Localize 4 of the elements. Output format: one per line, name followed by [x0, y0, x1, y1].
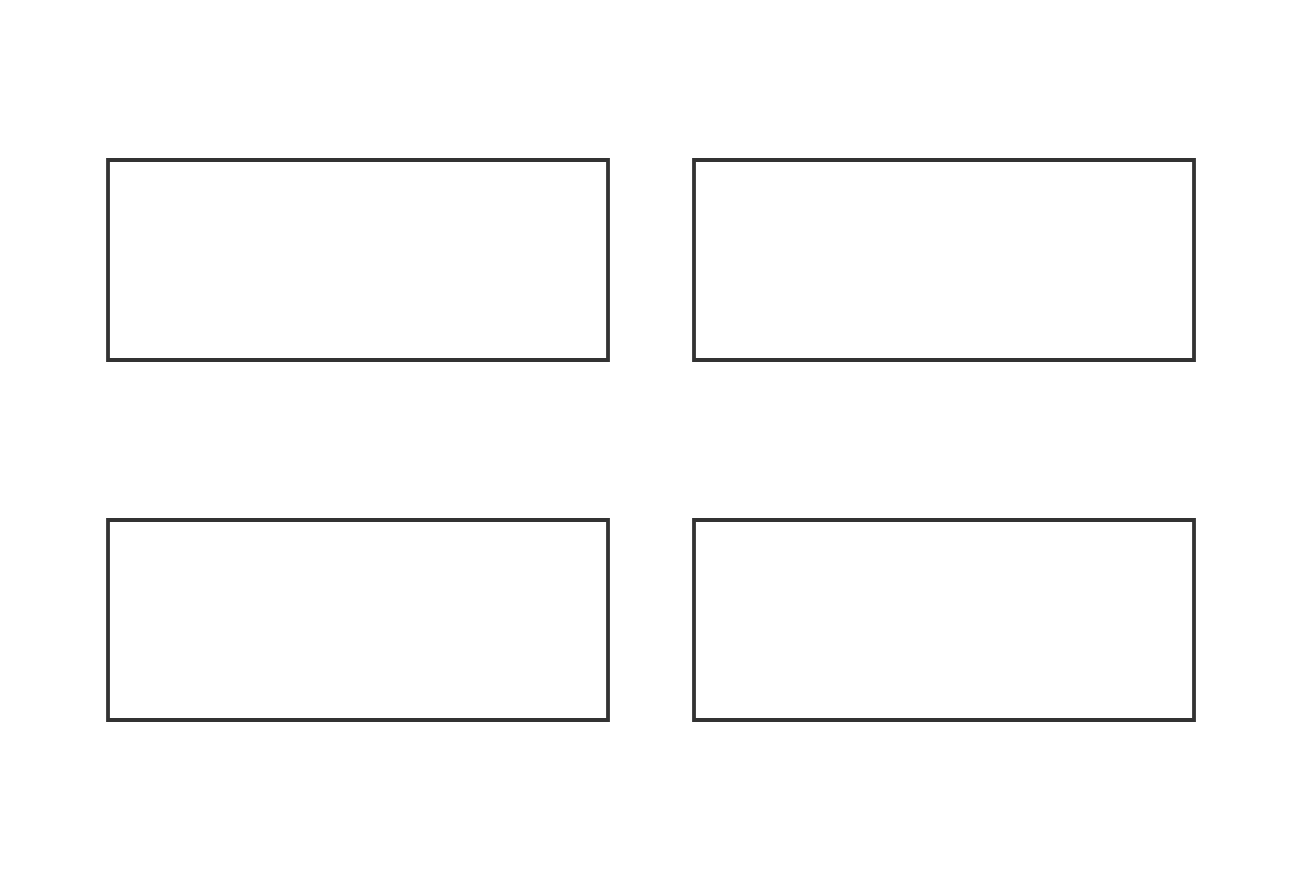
empty-box [106, 158, 610, 362]
empty-box [692, 518, 1196, 722]
empty-box [106, 518, 610, 722]
empty-box [692, 158, 1196, 362]
